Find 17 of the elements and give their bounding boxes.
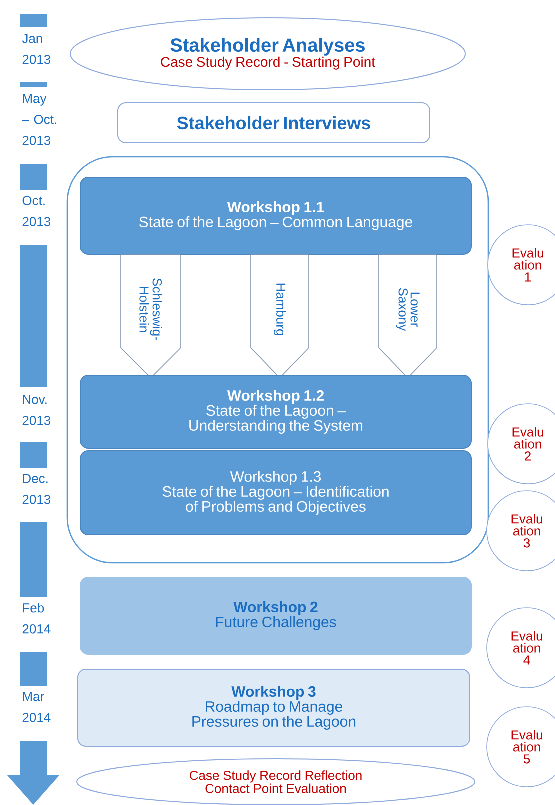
node-label: Evalu ation 2 <box>512 427 544 461</box>
date-label: Nov. 2013 <box>22 395 51 426</box>
workshop-box: Workshop 1.1 State of the Lagoon – Common Language <box>80 177 472 255</box>
node-label: Evalu ation 1 <box>512 248 544 282</box>
date-label: Feb 2014 <box>22 603 51 634</box>
ellipse-box: Stakeholder Analyses Case Study Record - Starting Point <box>70 18 466 90</box>
date-label: Dec. 2013 <box>22 474 51 504</box>
workshop-box: Workshop 2 Future Challenges <box>80 577 472 655</box>
workshop-box: Workshop 3 Roadmap to Manage Pressures on the Lagoon <box>78 669 470 747</box>
process-box: Stakeholder Interviews <box>118 102 430 144</box>
date-label: May – Oct. 2013 <box>22 94 56 146</box>
workshop-box: Workshop 1.3 State of the Lagoon – Identification of Problems and Objectives <box>80 450 472 536</box>
workshop-box: Workshop 1.2 State of the Lagoon – Understanding the System <box>80 375 472 449</box>
date-label: Jan 2013 <box>22 34 51 64</box>
date-label: Mar 2014 <box>22 692 51 722</box>
node-label: Evalu ation 3 <box>512 514 542 548</box>
date-label: Oct. 2013 <box>22 196 51 226</box>
